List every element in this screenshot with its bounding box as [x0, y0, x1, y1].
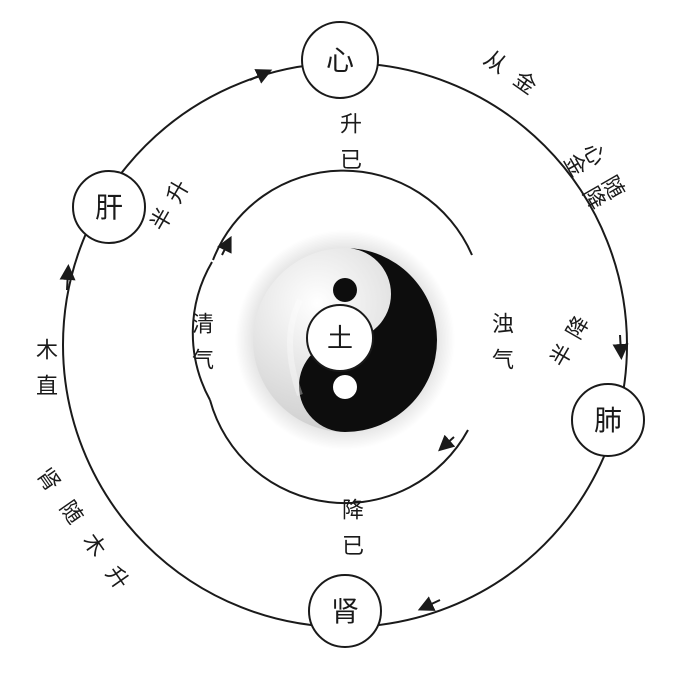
- kidney-node: [308, 574, 382, 648]
- clear-qi-label: 清气: [178, 312, 222, 384]
- wood-straight-text: 木直: [32, 338, 57, 410]
- wood-straight-label: 木直: [22, 338, 66, 410]
- arrow-kidney-to-liver: [59, 264, 76, 291]
- heart-node: [301, 21, 379, 99]
- arrow-lung-to-kidney: [417, 596, 441, 611]
- clear-qi-text: 清气: [188, 312, 213, 384]
- arrow-liver-to-heart: [249, 69, 273, 84]
- lung-label: 肺: [594, 404, 622, 437]
- kidney-label: 肾: [331, 595, 359, 628]
- liver-label: 肝: [95, 191, 123, 224]
- inner-arc-upper: [212, 169, 473, 261]
- descend-done-label: 降已: [328, 498, 372, 570]
- earth-node: [306, 304, 374, 372]
- inner-arc-lower: [209, 399, 469, 505]
- turbid-qi-label: 浊气: [478, 312, 522, 384]
- earth-label: 土: [327, 324, 353, 354]
- inner-arrow-right-down: [438, 434, 456, 452]
- arrow-heart-to-lung: [612, 334, 629, 360]
- descend-done-text: 降已: [338, 498, 363, 570]
- inner-arrow-left-up: [217, 235, 232, 256]
- inner-arc-left: [191, 261, 213, 401]
- heart-label: 心: [326, 44, 354, 77]
- rise-done-text: 升已: [336, 112, 361, 184]
- turbid-qi-text: 浊气: [488, 312, 513, 384]
- yang-dot: [333, 375, 357, 399]
- rise-done-label: 升已: [326, 112, 370, 184]
- liver-node: [72, 170, 146, 244]
- lung-node: [571, 383, 645, 457]
- yin-dot: [333, 278, 357, 302]
